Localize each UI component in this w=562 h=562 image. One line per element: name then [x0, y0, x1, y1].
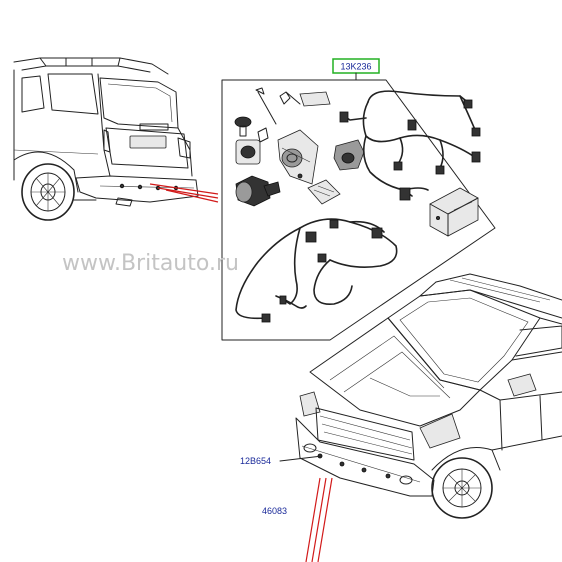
adhesive-pad [299, 91, 331, 107]
kit-components [234, 87, 481, 323]
sensor-bracket [277, 129, 319, 185]
wire-clip [279, 91, 301, 105]
kit-part-number: 13K236 [340, 62, 371, 72]
sensor-bezel [235, 139, 261, 165]
cable-tie [257, 91, 277, 125]
kit-callout[interactable]: 13K236 [332, 58, 380, 81]
watermark-text: www.Britauto.ru [62, 251, 239, 276]
front-sensor-callout[interactable]: 12B654 [240, 455, 323, 466]
front-sensor-part-number: 12B654 [240, 456, 271, 466]
rear-vehicle-drawing [13, 57, 199, 221]
foam-pad [307, 179, 341, 205]
control-module [429, 187, 479, 237]
rear-leader-lines [149, 183, 219, 203]
retainer-clip [257, 127, 269, 143]
parts-kit-panel [221, 79, 496, 341]
bottom-callout[interactable]: 46083 [262, 506, 287, 516]
push-pin [234, 116, 252, 137]
bottom-part-number: 46083 [262, 506, 287, 516]
grommet [333, 139, 365, 171]
parking-sensor [235, 175, 281, 207]
front-vehicle-drawing [295, 273, 562, 519]
main-wiring-harness [339, 90, 481, 201]
front-wiring-harness [235, 218, 398, 323]
front-leader-lines [305, 477, 333, 562]
